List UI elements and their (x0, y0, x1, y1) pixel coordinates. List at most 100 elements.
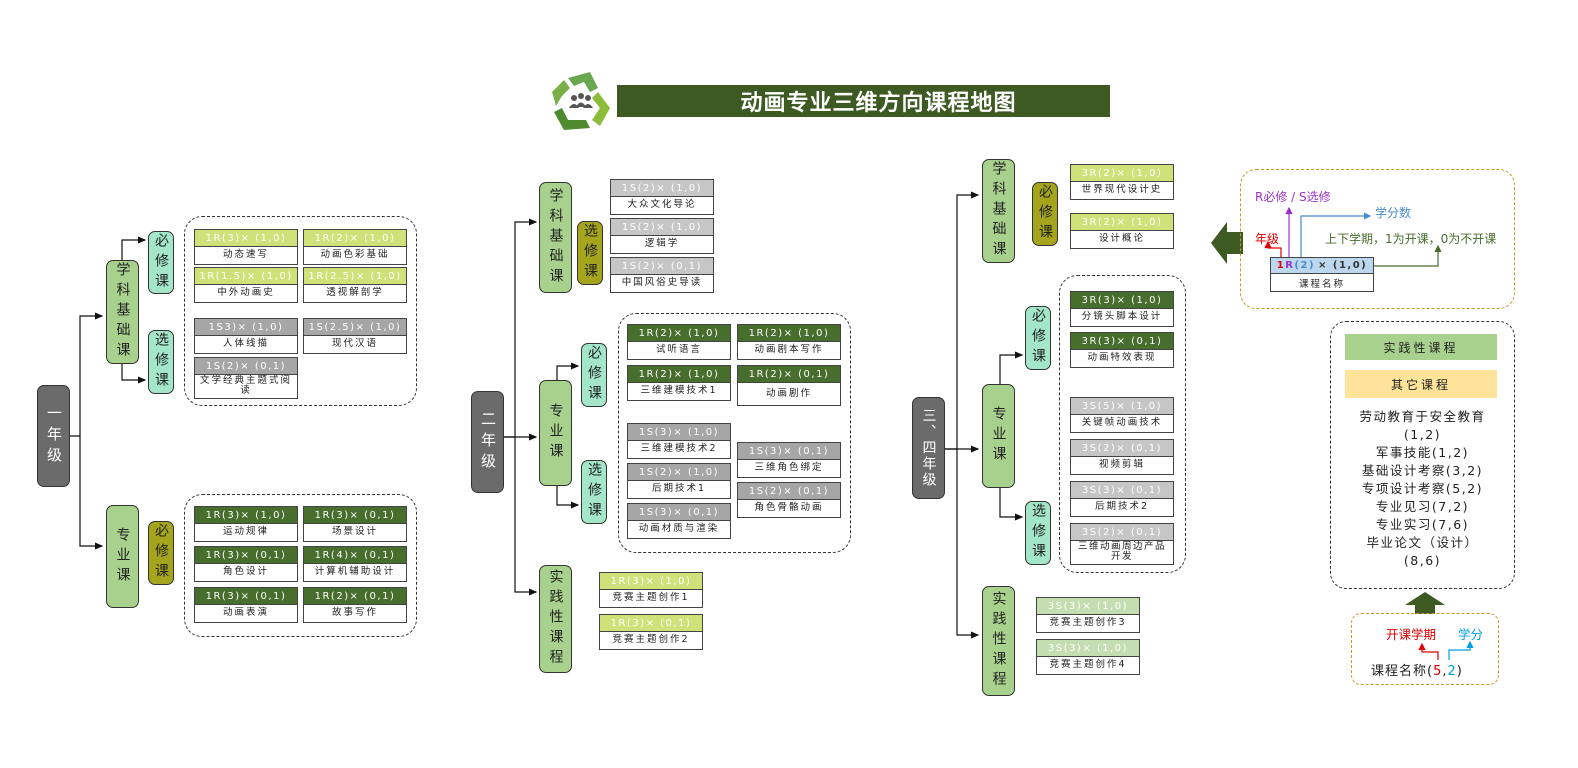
legend-credit-label: 学分数 (1375, 206, 1412, 220)
course-card[interactable]: 3R(2)× (1,0) 设计概论 (1070, 213, 1174, 249)
course-card[interactable]: 3R(2)× (1,0)世界现代设计史 (1070, 164, 1174, 200)
course-card[interactable]: 1R(3)× (0,1)角色设计 (194, 546, 298, 582)
course-card[interactable]: 1R(4)× (0,1)计算机辅助设计 (303, 546, 407, 582)
category-major-year34: 专业课 (982, 384, 1015, 488)
course-code: 3R(2)× (1,0) (1071, 214, 1173, 231)
sample-rest: × (1,0) (1318, 260, 1368, 271)
course-code: 1R(3)× (1,0) (600, 573, 702, 590)
sample-type: R (1285, 260, 1295, 271)
list-item: (1,2) (1403, 427, 1442, 442)
legend-type-label: R必修 / S选修 (1255, 190, 1331, 204)
course-name: 人体线描 (222, 338, 269, 350)
course-card[interactable]: 1S(2)× (0,1)角色骨骼动画 (737, 482, 841, 518)
other-courses-box (1330, 321, 1515, 589)
course-code: 1S(2)× (1,0) (628, 464, 730, 481)
category-major-year1: 专业课 (106, 505, 139, 608)
course-card[interactable]: 1R(2)× (0,1)动画剧作 (737, 365, 841, 406)
category-basic-year1: 学科基础课 (106, 260, 139, 364)
course-name: 竞赛主题创作2 (612, 634, 690, 646)
course-card[interactable]: 1S(2)× (1,0) 大众文化导论 (610, 179, 714, 215)
course-code: 1R(2)× (1,0) (738, 325, 840, 342)
course-code: 3S(3)× (0,1) (1071, 482, 1173, 499)
course-name: 试听语言 (655, 344, 702, 356)
grade-year34: 三、四年级 (912, 397, 945, 499)
course-card[interactable]: 3S(5)× (1,0)关键帧动画技术 (1070, 397, 1174, 433)
course-code: 1R(1.5)× (1,0) (195, 268, 297, 285)
course-card[interactable]: 1R(2)× (0,1)故事写作 (303, 587, 407, 623)
course-code: 1R(3)× (1,0) (195, 507, 297, 524)
course-card[interactable]: 3R(3)× (1,0)分镜头脚本设计 (1070, 291, 1174, 327)
course-card[interactable]: 1R(2)× (1,0) 三维建模技术1 (627, 365, 731, 401)
sample-semester: 5 (1433, 664, 1443, 679)
course-card[interactable]: 1R(2)× (1,0) 动画色彩基础 (303, 229, 407, 265)
course-name: 逻辑学 (644, 238, 680, 250)
course-card[interactable]: 1R(3)× (1,0)运动规律 (194, 506, 298, 542)
course-card[interactable]: 1S(2)× (0,1)中国风俗史导读 (610, 257, 714, 293)
course-card[interactable]: 1R(3)× (0,1)场景设计 (303, 506, 407, 542)
course-card[interactable]: 1R(3)× (0,1)动画表演 (194, 587, 298, 623)
course-code: 3S(5)× (1,0) (1071, 398, 1173, 415)
course-card[interactable]: 3S(3)× (0,1)后期技术2 (1070, 481, 1174, 517)
course-card[interactable]: 3S(3)× (1,0)竞赛主题创作3 (1036, 597, 1140, 633)
arrow-up-icon (1405, 592, 1445, 614)
sample-credit: (2) (1294, 260, 1316, 271)
course-code: 1S(2)× (1,0) (611, 180, 713, 197)
course-code: 1R(2)× (0,1) (738, 366, 840, 383)
course-name: 视频剪辑 (1098, 459, 1145, 471)
course-card[interactable]: 1R(2)× (1,0)试听语言 (627, 324, 731, 360)
course-code: 1R(2)× (1,0) (628, 366, 730, 383)
course-code: 1S(3)× (0,1) (738, 443, 840, 460)
list-item: (8,6) (1403, 553, 1442, 568)
course-code: 3R(2)× (1,0) (1071, 165, 1173, 182)
course-name: 动态速写 (222, 249, 269, 261)
course-card[interactable]: 3S(2)× (0,1)三维动画周边产品开发 (1070, 523, 1174, 565)
legend-sample-name: 课程名称 (1298, 278, 1345, 290)
sample-grade: 1 (1276, 260, 1286, 271)
course-name: 三维动画周边产品开发 (1077, 541, 1166, 563)
legend2-credit-label: 学分 (1458, 627, 1484, 642)
course-card[interactable]: 1R(2.5)× (1,0)透视解剖学 (303, 267, 407, 303)
course-code: 1S(3)× (1,0) (628, 424, 730, 441)
course-card[interactable]: 1S(2.5)× (1,0)现代汉语 (303, 318, 407, 354)
course-code: 1R(3)× (0,1) (195, 588, 297, 605)
course-card[interactable]: 1S(3)× (0,1)三维角色绑定 (737, 442, 841, 478)
course-card[interactable]: 1S(2)× (1,0)后期技术1 (627, 463, 731, 499)
course-name: 三维建模技术1 (640, 385, 718, 397)
list-item: 毕业论文（设计） (1366, 535, 1479, 550)
course-code: 3S(2)× (0,1) (1071, 524, 1173, 541)
grade-year2: 二年级 (471, 391, 504, 493)
course-name: 文学经典主题式阅读 (199, 375, 292, 397)
grade-year1: 一年级 (37, 385, 70, 487)
course-card[interactable]: 1S(3)× (0,1)动画材质与渲染 (627, 503, 731, 539)
list-item: 专业实习(7,6) (1375, 517, 1470, 532)
list-item: 劳动教育于安全教育 (1359, 409, 1486, 424)
course-card[interactable]: 1R(3)× (1,0) 竞赛主题创作1 (599, 572, 703, 608)
course-card[interactable]: 1S(3)× (1,0)三维建模技术2 (627, 423, 731, 459)
course-code: 3R(3)× (0,1) (1071, 333, 1173, 350)
course-card[interactable]: 3R(3)× (0,1)动画特效表现 (1070, 332, 1174, 368)
course-card[interactable]: 1S(2)× (1,0) 逻辑学 (610, 218, 714, 254)
course-card[interactable]: 1R(2)× (1,0)动画剧本写作 (737, 324, 841, 360)
course-card[interactable]: 3S(2)× (0,1) 视频剪辑 (1070, 439, 1174, 475)
category-practice-year2: 实践性课程 (539, 565, 572, 673)
course-code: 1S(2)× (1,0) (611, 219, 713, 236)
course-card[interactable]: 1R(3)× (0,1)竞赛主题创作2 (599, 614, 703, 650)
course-name: 竞赛主题创作1 (612, 592, 690, 604)
course-name: 设计概论 (1098, 233, 1145, 245)
course-card[interactable]: 1S3)× (1,0)人体线描 (194, 318, 298, 354)
course-code: 3S(2)× (0,1) (1071, 440, 1173, 457)
course-name: 大众文化导论 (627, 199, 697, 211)
course-code: 1S(2)× (0,1) (611, 258, 713, 275)
course-name: 计算机辅助设计 (314, 566, 396, 578)
course-code: 1R(2)× (1,0) (304, 230, 406, 247)
course-card[interactable]: 1R(3)× (1,0)动态速写 (194, 229, 298, 265)
category-basic-year34: 学科基础课 (982, 159, 1015, 263)
category-practice-year34: 实践性课程 (982, 586, 1015, 696)
elective-label-year1-basic: 选修课 (148, 330, 174, 394)
course-card[interactable]: 1R(1.5)× (1,0)中外动画史 (194, 267, 298, 303)
course-card[interactable]: 1S(2)× (0,1)文学经典主题式阅读 (194, 357, 298, 399)
course-card[interactable]: 3S(3)× (1,0)竞赛主题创作4 (1036, 639, 1140, 675)
course-name: 动画色彩基础 (320, 249, 390, 261)
course-code: 1S(2)× (0,1) (738, 483, 840, 500)
